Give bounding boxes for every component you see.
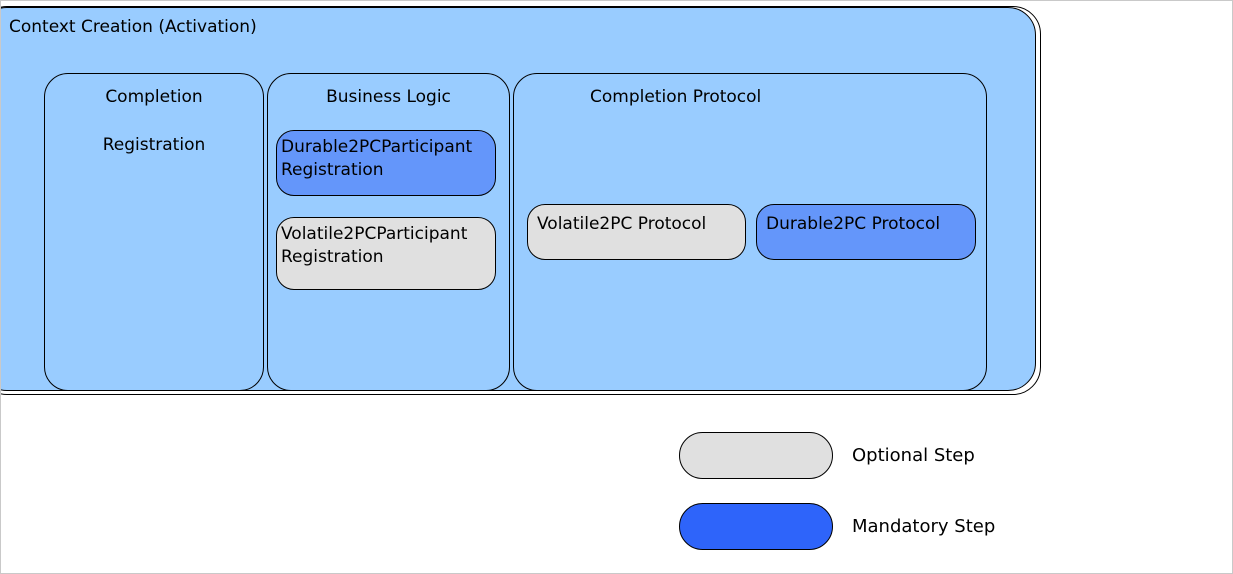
completion-protocol-lane: Completion Protocol Volatile2PC Protocol…	[513, 73, 987, 391]
business-logic-title: Business Logic	[326, 87, 451, 107]
completion-lane-title-line2: Registration	[102, 135, 206, 155]
mandatory-step-label: Mandatory Step	[852, 516, 996, 537]
durable2pc-participant-registration-step: Durable2PCParticipant Registration	[276, 130, 496, 196]
volatile2pc-protocol-step: Volatile2PC Protocol	[527, 204, 746, 260]
completion-protocol-title: Completion Protocol	[590, 87, 762, 107]
optional-step-label: Optional Step	[852, 445, 975, 466]
completion-registration-lane: Completion Registration	[44, 73, 264, 391]
durable2pc-protocol-step: Durable2PC Protocol	[756, 204, 976, 260]
legend: Optional Step Mandatory Step	[679, 432, 995, 573]
optional-step-swatch	[679, 432, 833, 479]
legend-row-mandatory: Mandatory Step	[679, 503, 995, 550]
completion-lane-title-line1: Completion	[105, 87, 203, 107]
mandatory-step-swatch	[679, 503, 833, 550]
volatile2pc-participant-registration-step: Volatile2PCParticipant Registration	[276, 217, 496, 290]
context-creation-title: Context Creation (Activation)	[9, 17, 257, 37]
legend-row-optional: Optional Step	[679, 432, 995, 479]
business-logic-lane: Business Logic Durable2PCParticipant Reg…	[267, 73, 510, 391]
